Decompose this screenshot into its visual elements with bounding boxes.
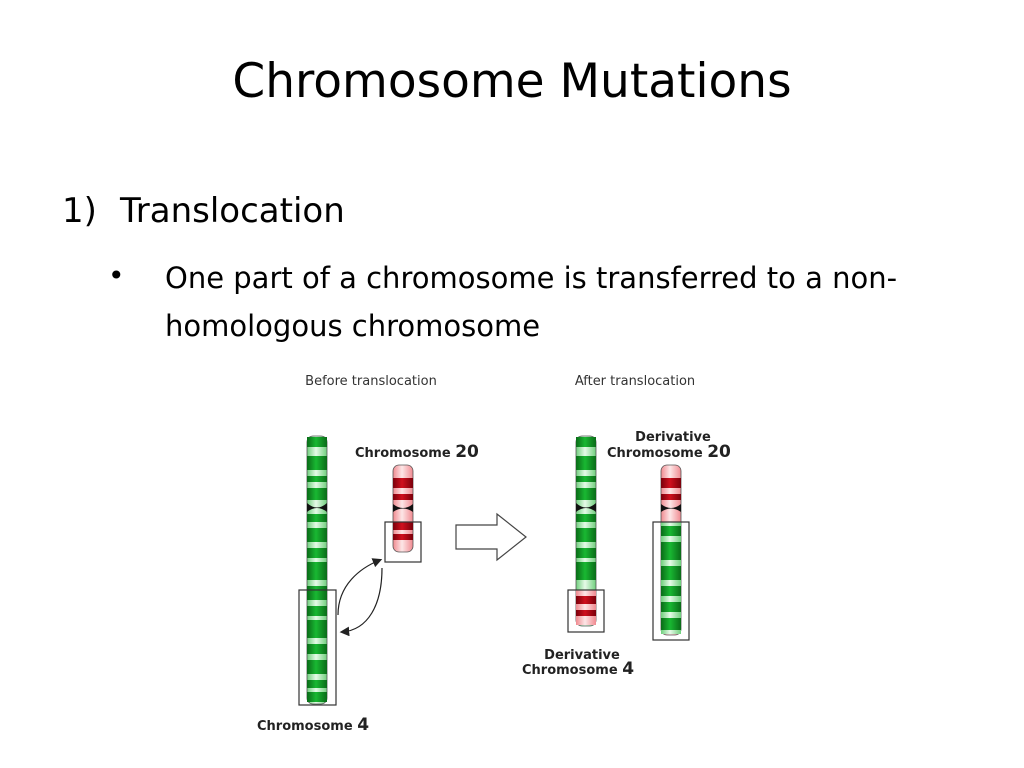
exchange-arrow-up: [337, 558, 383, 616]
chromosome-20-segment-box: [384, 521, 422, 563]
derivative-20-line1: Derivative: [635, 430, 711, 445]
point-label: Translocation: [120, 191, 345, 231]
chromosome-20: [392, 464, 414, 553]
after-caption: After translocation: [575, 374, 695, 389]
point-translocation: 1) Translocation: [62, 194, 345, 228]
chromosome-20-label: Chromosome 20: [355, 442, 479, 462]
derivative-20-segment-box: [652, 521, 690, 641]
bullet-marker: •: [108, 259, 125, 292]
point-number: 1): [62, 191, 97, 231]
derivative-4-segment-box: [567, 589, 605, 633]
derivative-4-label: Chromosome 4: [522, 659, 634, 679]
exchange-arrow-down: [339, 567, 383, 637]
bullet-text: One part of a chromosome is transferred …: [165, 261, 898, 343]
derivative-4-line1: Derivative: [544, 648, 620, 663]
before-caption: Before translocation: [305, 374, 437, 389]
derivative-chromosome-4: [575, 435, 597, 627]
chromosome-4-label: Chromosome 4: [257, 715, 369, 735]
slide-title: Chromosome Mutations: [232, 54, 792, 109]
chromosome-4-segment-box: [298, 589, 337, 706]
chromosome-4: [306, 435, 328, 705]
result-arrow-icon: [455, 512, 527, 562]
derivative-20-label: Chromosome 20: [607, 442, 731, 462]
derivative-chromosome-20: [660, 464, 682, 636]
